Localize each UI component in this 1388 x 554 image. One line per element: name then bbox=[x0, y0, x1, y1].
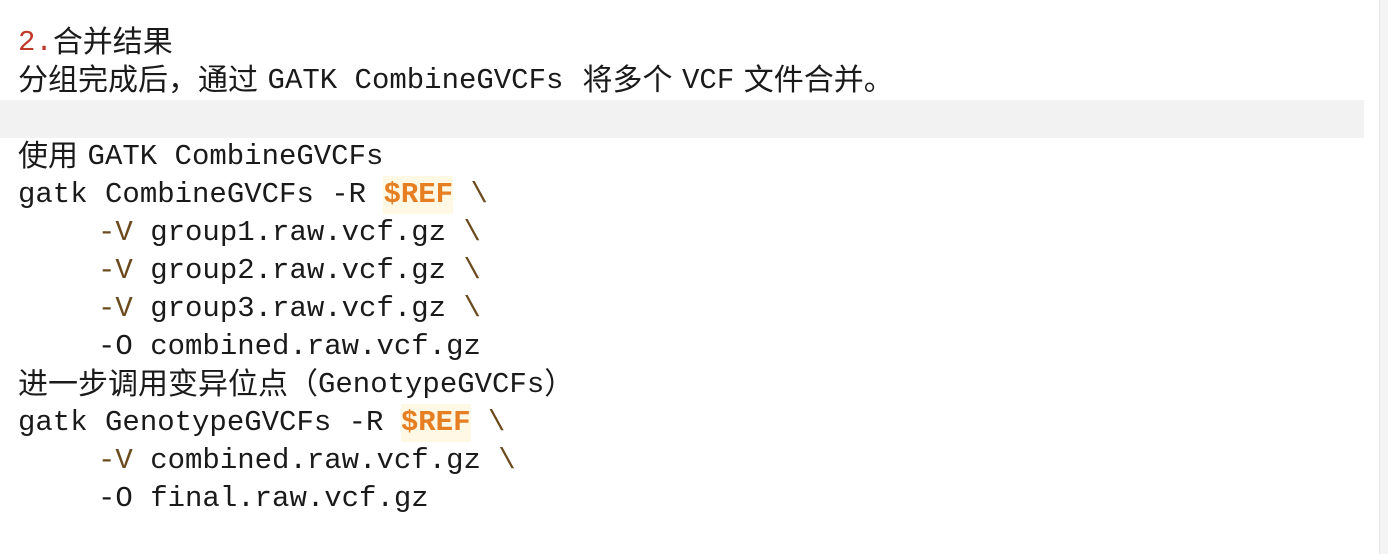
option-flag: -O bbox=[98, 330, 133, 363]
blank-line bbox=[0, 100, 1364, 138]
code-line: gatk CombineGVCFs -R $REF \ bbox=[18, 176, 494, 214]
section-heading: 2.合并结果 bbox=[18, 24, 179, 62]
ref-variable: $REF bbox=[383, 176, 454, 214]
line-continuation: \ bbox=[498, 444, 516, 477]
intro-fmt: VCF bbox=[682, 64, 735, 97]
option-flag: -O bbox=[98, 482, 133, 515]
scrollbar-track[interactable] bbox=[1379, 0, 1388, 554]
block1-cmd: gatk CombineGVCFs -R bbox=[18, 178, 384, 211]
intro-pre: 分组完成后，通过 bbox=[18, 63, 268, 98]
intro-mid: 将多个 bbox=[563, 63, 683, 98]
line-continuation: \ bbox=[463, 292, 481, 325]
section-number: 2. bbox=[18, 26, 53, 59]
option-flag: -V bbox=[98, 216, 133, 249]
code-line: gatk GenotypeGVCFs -R $REF \ bbox=[18, 404, 511, 442]
line-continuation: \ bbox=[463, 216, 481, 249]
option-arg: final.raw.vcf.gz bbox=[132, 482, 429, 515]
block2-cmd: gatk GenotypeGVCFs -R bbox=[18, 406, 401, 439]
option-arg: combined.raw.vcf.gz bbox=[132, 444, 499, 477]
option-flag: -V bbox=[98, 292, 133, 325]
code-line: -V group2.raw.vcf.gz \ bbox=[18, 252, 487, 290]
line-continuation: \ bbox=[463, 254, 481, 287]
intro-paragraph: 分组完成后，通过 GATK CombineGVCFs 将多个 VCF 文件合并。 bbox=[18, 62, 900, 100]
option-arg: group1.raw.vcf.gz bbox=[132, 216, 464, 249]
option-arg: combined.raw.vcf.gz bbox=[132, 330, 481, 363]
line-continuation: \ bbox=[453, 178, 488, 211]
intro-cmd: GATK CombineGVCFs bbox=[267, 64, 564, 97]
code-line: -V group1.raw.vcf.gz \ bbox=[18, 214, 487, 252]
block1-heading-cjk: 使用 bbox=[18, 139, 88, 174]
block1-heading: 使用 GATK CombineGVCFs bbox=[18, 138, 389, 176]
intro-post: 文件合并。 bbox=[734, 63, 894, 98]
block2-heading-close: ） bbox=[544, 367, 575, 402]
option-flag: -V bbox=[98, 444, 133, 477]
block2-heading-cjk: 进一步调用变异位点（ bbox=[18, 367, 318, 402]
code-line: -V combined.raw.vcf.gz \ bbox=[18, 442, 522, 480]
block1-heading-mono: GATK CombineGVCFs bbox=[87, 140, 384, 173]
code-line: -V group3.raw.vcf.gz \ bbox=[18, 290, 487, 328]
option-arg: group2.raw.vcf.gz bbox=[132, 254, 464, 287]
ref-variable: $REF bbox=[400, 404, 471, 442]
option-flag: -V bbox=[98, 254, 133, 287]
line-continuation: \ bbox=[470, 406, 506, 439]
code-line: -O final.raw.vcf.gz bbox=[18, 480, 435, 518]
section-title: 合并结果 bbox=[52, 25, 173, 60]
block2-heading-mono: GenotypeGVCFs bbox=[318, 368, 545, 401]
block2-heading: 进一步调用变异位点（GenotypeGVCFs） bbox=[18, 366, 580, 404]
code-line: -O combined.raw.vcf.gz bbox=[18, 328, 487, 366]
option-arg: group3.raw.vcf.gz bbox=[132, 292, 464, 325]
